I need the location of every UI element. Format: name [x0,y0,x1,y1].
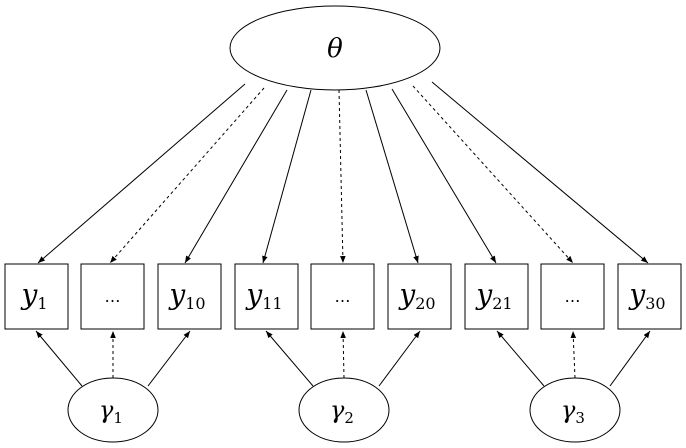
indicator-label: y20 [397,278,435,313]
general-to-indicator-arrow [431,81,649,264]
indicator-box [4,263,69,330]
general-to-indicator-arrow [338,89,346,264]
specific-factor-node: γ2 [298,377,390,443]
indicator-node: y11 [234,263,299,330]
specific-factor-ellipse [529,377,621,443]
specific-factors-layer: γ1 γ2 γ3 [67,377,621,443]
indicator-label: y10 [167,278,205,313]
specific-to-indicator-arrow [35,330,83,387]
indicator-label: y21 [474,278,512,313]
specific-factor-label: γ1 [99,396,123,427]
indicator-label: … [565,287,581,306]
specific-to-indicator-arrow [378,330,421,387]
indicator-box [80,263,145,330]
general-to-indicator-arrow [109,87,265,264]
indicator-box [617,263,682,330]
general-factor-ellipse [229,5,441,91]
edges-layer [35,81,651,387]
specific-factor-node: γ1 [67,377,159,443]
indicator-node: … [540,263,605,330]
specific-to-indicator-arrow [609,330,651,387]
indicator-box [387,263,452,330]
indicator-box [540,263,605,330]
general-to-indicator-arrow [262,89,312,264]
specific-factor-ellipse [67,377,159,443]
indicator-node: y10 [157,263,222,330]
indicators-layer: y1 … y10 y11 … y20 y21 … y30 [4,263,682,330]
specific-factor-label: γ3 [561,396,585,427]
specific-to-indicator-arrow [265,330,314,387]
indicator-node: y20 [387,263,452,330]
indicator-box [234,263,299,330]
indicator-node: y30 [617,263,682,330]
indicator-label: y11 [244,278,282,313]
indicator-node: y21 [464,263,529,330]
general-to-indicator-arrow [391,88,497,264]
general-factor-label: θ [327,34,343,64]
indicator-node: … [310,263,375,330]
general-to-indicator-arrow [184,89,288,264]
indicator-label: … [335,287,351,306]
general-to-indicator-arrow [412,85,574,264]
indicator-box [157,263,222,330]
general-to-indicator-arrow [37,83,246,264]
specific-factor-label: γ2 [330,396,354,427]
indicator-label: y1 [19,278,47,313]
specific-to-indicator-arrow [340,330,346,379]
indicator-node: … [80,263,145,330]
specific-factor-ellipse [298,377,390,443]
general-to-indicator-arrow [365,89,419,264]
specific-to-indicator-arrow [147,330,191,387]
indicator-box [310,263,375,330]
specific-to-indicator-arrow [496,330,545,387]
indicator-node: y1 [4,263,69,330]
indicator-label: … [105,287,121,306]
specific-to-indicator-arrow [570,330,577,379]
indicator-label: y30 [627,278,665,313]
specific-factor-node: γ3 [529,377,621,443]
indicator-box [464,263,529,330]
general-factor-node: θ [229,5,441,91]
